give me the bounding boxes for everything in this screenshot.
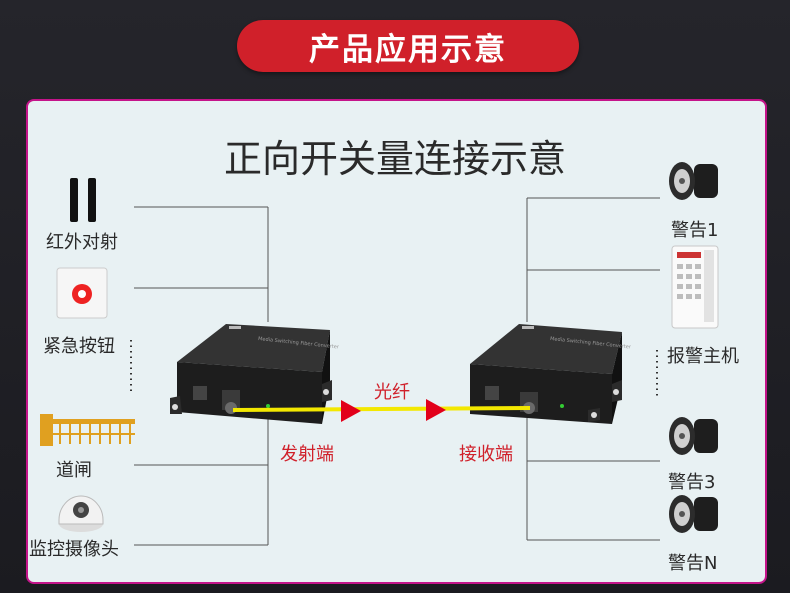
section-banner: 产品应用示意	[237, 20, 579, 72]
fiber-arrow-2	[426, 399, 446, 421]
receiver-label: 接收端	[459, 444, 513, 465]
diagram-panel	[26, 99, 767, 584]
input-label-barrier-gate: 道闸	[56, 460, 92, 481]
alarm-keypad-icon	[671, 245, 719, 329]
emergency-button-icon	[56, 267, 108, 319]
dome-camera-icon	[58, 495, 104, 532]
fiber-label: 光纤	[374, 382, 410, 403]
output-wiring	[526, 197, 660, 541]
input-label-emergency-button: 紧急按钮	[43, 336, 115, 357]
input-wiring	[134, 206, 269, 546]
siren-icon-1	[669, 162, 718, 200]
barrier-gate-icon	[40, 414, 135, 446]
transmitter-label: 发射端	[280, 444, 334, 465]
output-label-siren-1: 警告1	[671, 220, 719, 241]
input-label-camera: 监控摄像头	[29, 539, 119, 560]
banner-title: 产品应用示意	[309, 31, 507, 68]
diagram-title: 正向开关量连接示意	[223, 137, 566, 181]
infrared-beam-icon	[70, 178, 96, 222]
input-label-infrared: 红外对射	[46, 232, 118, 253]
ellipsis-dots	[130, 340, 658, 398]
siren-icon-n	[669, 495, 718, 533]
siren-icon-3	[669, 417, 718, 455]
output-label-alarm-host: 报警主机	[667, 346, 739, 367]
fiber-arrow-1	[341, 400, 361, 422]
output-label-siren-n: 警告N	[668, 553, 718, 574]
output-label-siren-3: 警告3	[668, 472, 716, 493]
fiber-link	[232, 399, 531, 422]
